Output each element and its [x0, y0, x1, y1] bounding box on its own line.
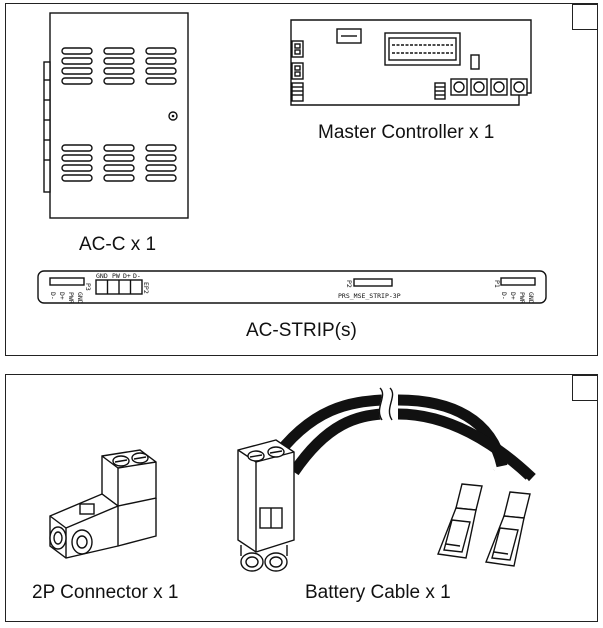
controller-buttons — [450, 78, 528, 96]
strip-left-pin-1: D- — [49, 292, 57, 300]
battery-terminal-right — [485, 491, 531, 567]
strip-right-pin-1: D- — [500, 292, 508, 300]
battery-cable-label: Battery Cable x 1 — [305, 582, 451, 603]
strip-ep2-pin-1: GND — [96, 272, 108, 280]
strip-right-pin-2: D+ — [509, 292, 517, 300]
strip-left-pin-3: PWR — [67, 292, 75, 304]
strip-right-pin-3: PWR — [518, 292, 526, 304]
strip-right-pin-4: GND — [527, 292, 535, 304]
ac-c-top-vents — [61, 47, 177, 85]
battery-terminal-left — [437, 483, 483, 559]
strip-ep2-pin-4: D- — [133, 272, 141, 280]
strip-ep2-pin-2: PW — [112, 272, 120, 280]
strip-p3-label: P3 — [84, 283, 92, 291]
ac-c-label: AC-C x 1 — [79, 234, 157, 255]
battery-cable-illustration — [237, 384, 536, 572]
strip-ep2-label: EP2 — [142, 282, 150, 294]
ac-strip-illustration: P3 D- D+ PWR GND GND PW D+ D- EP2 P2 PRS… — [37, 270, 547, 304]
master-controller-illustration — [290, 19, 532, 106]
ac-c-bottom-vents — [61, 144, 177, 182]
master-controller-label: Master Controller x 1 — [318, 122, 495, 143]
lcd-segments — [392, 44, 453, 54]
bottom-panel-checkbox[interactable] — [572, 375, 598, 401]
ac-c-enclosure-illustration — [43, 12, 189, 219]
strip-left-pin-4: GND — [76, 292, 84, 304]
strip-ep2-pin-3: D+ — [123, 272, 131, 280]
ac-strip-label: AC-STRIP(s) — [246, 320, 357, 341]
2p-connector-label: 2P Connector x 1 — [32, 582, 179, 603]
2p-connector-illustration — [49, 449, 157, 559]
strip-p1-label: P1 — [493, 280, 501, 288]
top-panel-checkbox[interactable] — [572, 4, 598, 30]
strip-p2-label: P2 — [345, 280, 353, 288]
strip-part-number: PRS_MSE_STRIP-3P — [338, 292, 401, 300]
strip-left-pin-2: D+ — [58, 292, 66, 300]
